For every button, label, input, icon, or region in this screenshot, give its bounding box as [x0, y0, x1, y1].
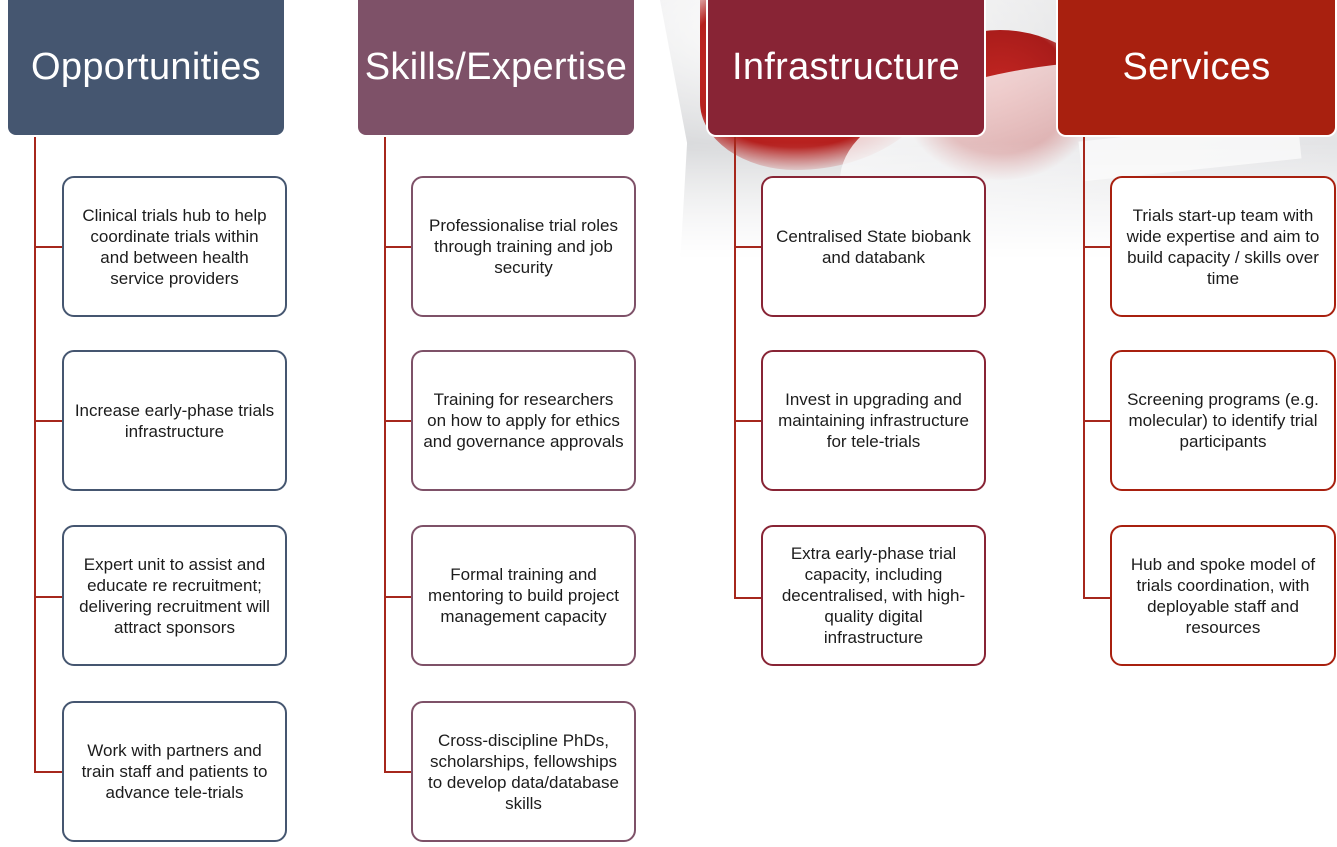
- connector-trunk: [734, 137, 736, 599]
- card-text: Clinical trials hub to help coordinate t…: [82, 205, 267, 288]
- connector-branch: [734, 246, 762, 248]
- connector-branch: [384, 246, 412, 248]
- card-text: Increase early-phase trials infrastructu…: [74, 400, 275, 441]
- column-header: Infrastructure: [706, 0, 986, 137]
- skills-card: Training for researchers on how to apply…: [411, 350, 636, 491]
- card-text: Professionalise trial roles through trai…: [429, 216, 618, 277]
- opportunity-card: Expert unit to assist and educate re rec…: [62, 525, 287, 666]
- skills-card: Professionalise trial roles through trai…: [411, 176, 636, 317]
- column-header-title: Infrastructure: [731, 46, 961, 88]
- connector-branch: [734, 597, 762, 599]
- card-text: Cross-discipline PhDs, scholarships, fel…: [428, 730, 619, 813]
- connector-branch: [34, 246, 62, 248]
- card-text: Trials start-up team with wide expertise…: [1126, 205, 1320, 288]
- connector-branch: [384, 771, 412, 773]
- connector-branch: [34, 771, 62, 773]
- connector-branch: [34, 420, 62, 422]
- card-text: Screening programs (e.g. molecular) to i…: [1127, 390, 1319, 451]
- services-card: Screening programs (e.g. molecular) to i…: [1110, 350, 1336, 491]
- opportunity-card: Work with partners and train staff and p…: [62, 701, 287, 842]
- connector-trunk: [384, 137, 386, 773]
- infrastructure-card: Invest in upgrading and maintaining infr…: [761, 350, 986, 491]
- connector-trunk: [1083, 137, 1085, 599]
- card-text: Centralised State biobank and databank: [776, 226, 971, 267]
- card-text: Hub and spoke model of trials coordinati…: [1130, 554, 1316, 637]
- column-header-title: Opportunities: [31, 46, 261, 88]
- connector-branch: [734, 420, 762, 422]
- card-text: Formal training and mentoring to build p…: [428, 565, 619, 626]
- connector-trunk: [34, 137, 36, 773]
- connector-branch: [384, 420, 412, 422]
- column-header: Opportunities: [6, 0, 286, 137]
- card-text: Work with partners and train staff and p…: [81, 741, 268, 802]
- services-card: Hub and spoke model of trials coordinati…: [1110, 525, 1336, 666]
- connector-branch: [1083, 420, 1111, 422]
- connector-branch: [384, 596, 412, 598]
- column-header: Skills/Expertise: [356, 0, 636, 137]
- connector-branch: [1083, 597, 1111, 599]
- connector-branch: [1083, 246, 1111, 248]
- skills-card: Formal training and mentoring to build p…: [411, 525, 636, 666]
- column-header: Services: [1056, 0, 1337, 137]
- infrastructure-card: Centralised State biobank and databank: [761, 176, 986, 317]
- skills-card: Cross-discipline PhDs, scholarships, fel…: [411, 701, 636, 842]
- services-card: Trials start-up team with wide expertise…: [1110, 176, 1336, 317]
- card-text: Training for researchers on how to apply…: [423, 390, 624, 451]
- connector-branch: [34, 596, 62, 598]
- column-header-title: Skills/Expertise: [364, 46, 628, 88]
- column-header-title: Services: [1122, 46, 1271, 88]
- infrastructure-card: Extra early-phase trial capacity, includ…: [761, 525, 986, 666]
- opportunity-card: Increase early-phase trials infrastructu…: [62, 350, 287, 491]
- card-text: Extra early-phase trial capacity, includ…: [781, 544, 966, 647]
- opportunity-card: Clinical trials hub to help coordinate t…: [62, 176, 287, 317]
- card-text: Expert unit to assist and educate re rec…: [79, 554, 270, 637]
- card-text: Invest in upgrading and maintaining infr…: [778, 390, 969, 451]
